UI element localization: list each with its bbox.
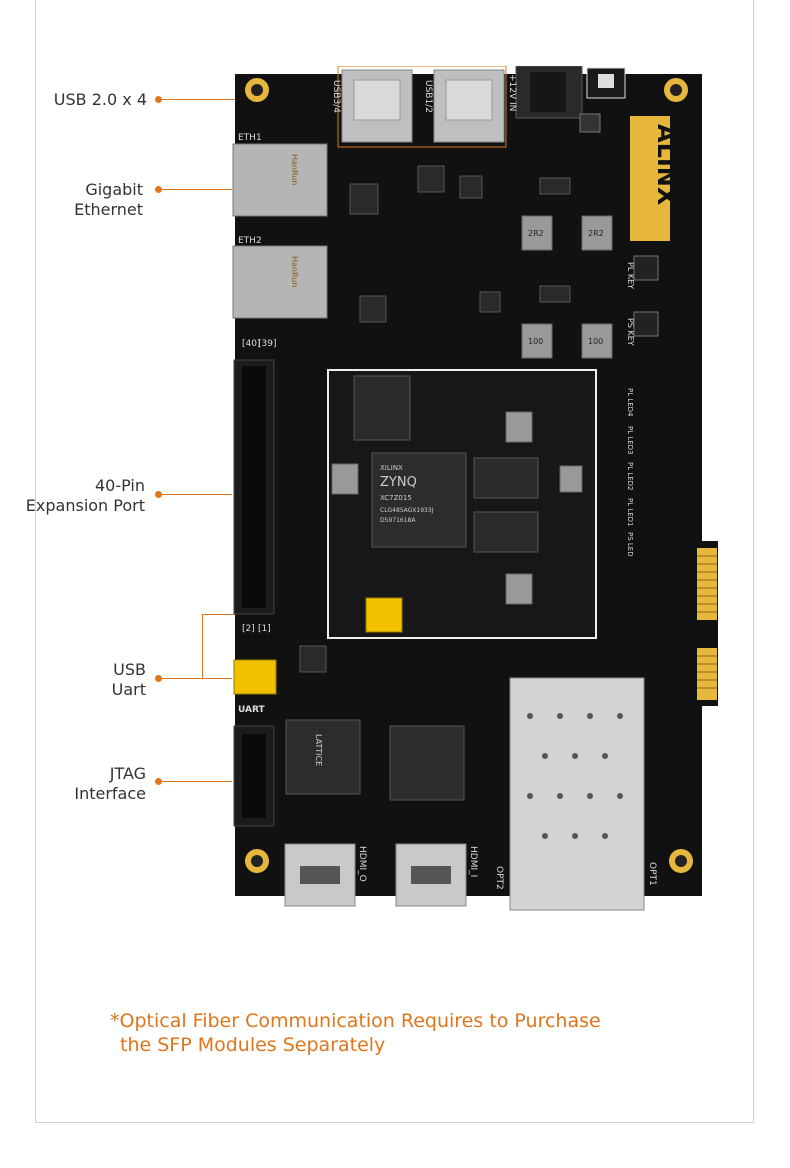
svg-text:PL LED4: PL LED4 xyxy=(626,388,634,417)
callout-expansion-line xyxy=(162,494,232,495)
silk-hdmi-o: HDMI_O xyxy=(357,846,367,882)
mini-usb-uart xyxy=(233,659,277,695)
svg-text:PL LED3: PL LED3 xyxy=(626,426,634,455)
silk-eth1: ETH1 xyxy=(238,133,262,143)
silk-pin2: [2] xyxy=(242,624,255,634)
fpga-board-image: USB3/4 USB1/2 +12V IN ALINX ETH1 HanRun … xyxy=(230,65,720,920)
footnote-line2: the SFP Modules Separately xyxy=(120,1034,386,1056)
silk-pin39: [39] xyxy=(258,339,276,349)
lattice-chip xyxy=(285,719,361,795)
callout-expansion-dot xyxy=(155,491,162,498)
svg-text:HanRun: HanRun xyxy=(290,256,299,287)
silk-pl-key: PL KEY xyxy=(626,262,635,289)
silk-ps-key: PS KEY xyxy=(626,318,635,346)
callout-uart-line xyxy=(162,678,232,679)
hdmi-ic xyxy=(389,725,465,801)
svg-text:100: 100 xyxy=(528,337,543,346)
silk-usb34: USB3/4 xyxy=(331,80,341,113)
mini-usb-core xyxy=(365,597,403,633)
silk-power-in: +12V IN xyxy=(507,74,517,111)
svg-text:2R2: 2R2 xyxy=(528,229,544,238)
svg-text:HanRun: HanRun xyxy=(290,154,299,185)
callout-usb-dot xyxy=(155,96,162,103)
callout-usb-label: USB 2.0 x 4 xyxy=(53,90,147,109)
alinx-logo xyxy=(630,116,670,241)
svg-text:CLG485AGX1933J: CLG485AGX1933J xyxy=(380,507,434,514)
callout-ethernet-line xyxy=(162,189,232,190)
svg-text:XILINX: XILINX xyxy=(380,464,403,472)
silk-opt1: OPT1 xyxy=(647,862,657,886)
footnote: *Optical Fiber Communication Requires to… xyxy=(110,1009,601,1057)
callout-jtag-dot xyxy=(155,778,162,785)
callout-jtag-line xyxy=(162,781,232,782)
svg-text:PL LED2: PL LED2 xyxy=(626,462,634,491)
silk-eth2: ETH2 xyxy=(238,236,262,246)
svg-text:100: 100 xyxy=(588,337,603,346)
svg-text:LATTICE: LATTICE xyxy=(314,734,323,766)
svg-text:2R2: 2R2 xyxy=(588,229,604,238)
footnote-line1: *Optical Fiber Communication Requires to… xyxy=(110,1010,601,1032)
callout-uart-vline xyxy=(202,614,203,678)
content-frame xyxy=(35,0,754,1123)
silk-opt2: OPT2 xyxy=(494,866,504,890)
silk-hdmi-i: HDMI_I xyxy=(468,846,478,877)
silk-pin1: [1] xyxy=(258,624,271,634)
zynq-chip xyxy=(371,452,467,548)
svg-text:PS LED: PS LED xyxy=(626,532,634,557)
svg-text:XC7Z015: XC7Z015 xyxy=(380,494,412,502)
silk-brand: ALINX xyxy=(652,124,680,206)
callout-ethernet-dot xyxy=(155,186,162,193)
ethernet-jacks: HanRun HanRun xyxy=(232,143,328,319)
callout-uart-dot xyxy=(155,675,162,682)
svg-text:PL LED1: PL LED1 xyxy=(626,498,634,527)
svg-text:ZYNQ: ZYNQ xyxy=(380,475,417,490)
silk-uart: UART xyxy=(238,705,266,715)
mounting-holes xyxy=(245,78,693,873)
silk-usb12: USB1/2 xyxy=(423,80,433,113)
silk-pin40: [40] xyxy=(242,339,260,349)
svg-text:D5971618A: D5971618A xyxy=(380,517,416,524)
pcie-fingers xyxy=(697,548,717,700)
usb-connectors xyxy=(341,69,505,143)
